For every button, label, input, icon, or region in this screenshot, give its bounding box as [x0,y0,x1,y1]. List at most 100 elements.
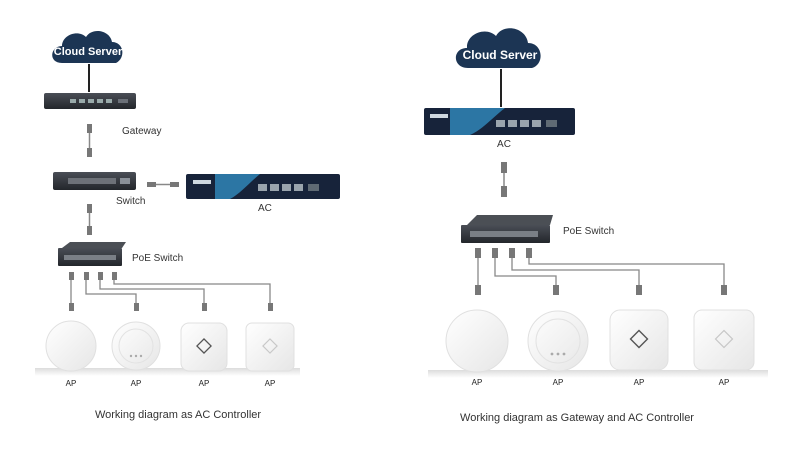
ap-label: AP [634,378,645,387]
right-ap-shadow [428,370,768,378]
ap-square-icon [693,309,755,371]
rj45-connector-icon [84,272,89,280]
right-cloud-server: Cloud Server [455,28,541,68]
right-ap-4: AP [693,309,755,387]
rj45-connector-icon [492,248,498,258]
rj45-connector-icon [636,285,642,295]
right-poe-switch-label: PoE Switch [563,226,614,237]
rj45-connector-icon [501,162,507,173]
switch-ports [68,178,116,184]
cloud-icon [455,28,541,68]
rj45-connector-icon [202,303,207,311]
left-cloud-server: Cloud Server [52,30,123,63]
gateway-port [70,99,76,103]
ap-ring [118,328,154,364]
right-cloud-label: Cloud Server [463,48,538,62]
diamond-icon [629,329,649,349]
rj45-connector-icon [112,272,117,280]
diamond-icon [262,338,278,354]
gateway-port [106,99,112,103]
ac-port [546,120,557,127]
rj45-connector-icon [69,272,74,280]
poe-switch-ports [64,255,116,260]
ap-label: AP [553,378,564,387]
left-gateway [44,93,136,109]
ap-round-icon [45,320,97,372]
right-diagram: Cloud Server AC PoE Switch [424,28,768,424]
cloud-icon [52,30,123,63]
ac-port [508,120,517,127]
ac-accent [215,174,260,199]
right-ap-2: AP [527,310,589,387]
left-cable-switch-ac [147,182,179,187]
left-switch [53,172,136,190]
ap-round-icon [527,310,589,372]
left-ac-controller [186,174,340,199]
right-ap-connectors [475,248,727,295]
right-ap-3: AP [609,309,669,387]
right-ac-label: AC [497,139,511,150]
ap-label: AP [265,379,276,388]
ac-port [258,184,267,191]
left-cable-gateway-switch [87,124,92,157]
left-ap-2: AP [111,321,161,388]
rj45-connector-icon [87,148,92,157]
gateway-port [118,99,128,103]
ac-port [532,120,541,127]
ac-port [308,184,319,191]
right-ap-1: AP [445,309,509,387]
right-ac-controller [424,108,575,135]
diamond-icon [196,338,212,354]
ac-logo-mark [193,180,211,184]
ac-port [282,184,291,191]
left-cloud-label: Cloud Server [54,46,123,58]
ac-port [294,184,303,191]
right-cable-ac-poe [501,162,507,197]
switch-ports [120,178,130,184]
gateway-port [88,99,94,103]
left-switch-label: Switch [116,196,145,207]
left-diagram: Cloud Server Gateway Switch [35,30,340,421]
rj45-connector-icon [87,226,92,235]
rj45-connector-icon [98,272,103,280]
ac-port [520,120,529,127]
gateway-port [97,99,103,103]
poe-switch-ports [470,231,538,237]
rj45-connector-icon [475,285,481,295]
ac-logo-mark [430,114,448,118]
left-poe-switch [58,242,126,266]
ap-ring [535,318,581,364]
diamond-icon [714,329,734,349]
rj45-connector-icon [170,182,179,187]
left-ap-1: AP [45,320,97,388]
ap-label: AP [131,379,142,388]
ac-port [496,120,505,127]
rj45-connector-icon [87,204,92,213]
left-ac-label: AC [258,203,272,214]
ac-port [270,184,279,191]
ap-label: AP [199,379,210,388]
rj45-connector-icon [475,248,481,258]
left-caption: Working diagram as AC Controller [95,409,261,421]
rj45-connector-icon [553,285,559,295]
left-ap-connectors [69,272,273,311]
rj45-connector-icon [147,182,156,187]
left-ap-3: AP [180,322,228,388]
ap-round-icon [445,309,509,373]
rj45-connector-icon [509,248,515,258]
rj45-connector-icon [721,285,727,295]
ap-square-icon [180,322,228,372]
ap-label: AP [472,378,483,387]
right-caption: Working diagram as Gateway and AC Contro… [460,412,694,424]
rj45-connector-icon [134,303,139,311]
left-gateway-label: Gateway [122,126,161,137]
ap-square-icon [245,322,295,372]
rj45-connector-icon [268,303,273,311]
ap-square-icon [609,309,669,371]
rj45-connector-icon [501,186,507,197]
right-ap-cables [477,256,725,287]
right-poe-switch [461,215,553,243]
rj45-connector-icon [526,248,532,258]
ap-label: AP [719,378,730,387]
